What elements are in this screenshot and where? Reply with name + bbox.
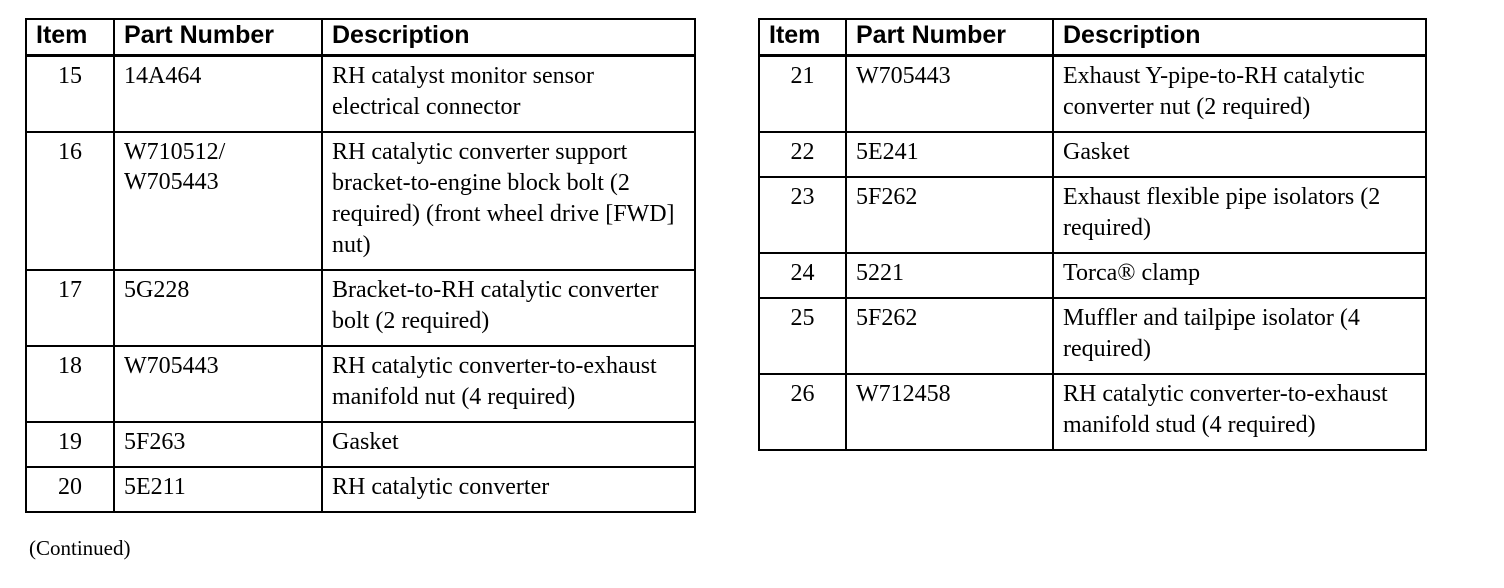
parts-table-right: Item Part Number Description 21 W705443 … (758, 18, 1427, 451)
parts-table-left: Item Part Number Description 15 14A464 R… (25, 18, 696, 513)
table-row: 21 W705443 Exhaust Y-pipe-to-RH catalyti… (758, 54, 1427, 134)
table-row: 24 5221 Torca® clamp (758, 252, 1427, 299)
cell-description: RH catalyst monitor sensor electrical co… (321, 54, 696, 134)
cell-item: 23 (758, 176, 847, 255)
cell-item: 15 (25, 54, 115, 134)
column-header-description: Description (1052, 18, 1427, 58)
table-row: 19 5F263 Gasket (25, 420, 696, 468)
cell-description: RH catalytic converter support bracket-t… (321, 131, 696, 271)
cell-item: 22 (758, 131, 847, 179)
table-row: 18 W705443 RH catalytic converter-to-exh… (25, 344, 696, 423)
cell-part-number: W705443 (113, 344, 323, 423)
cell-item: 17 (25, 268, 115, 347)
cell-part-number: 5F263 (113, 420, 323, 468)
cell-item: 21 (758, 54, 847, 134)
table-row: 20 5E211 RH catalytic converter (25, 465, 696, 513)
cell-description: Bracket-to-RH catalytic converter bolt (… (321, 268, 696, 347)
table-row: 16 W710512/ W705443 RH catalytic convert… (25, 131, 696, 271)
cell-part-number: 5E241 (845, 131, 1054, 179)
cell-part-number: W705443 (845, 54, 1054, 134)
table-row: 22 5E241 Gasket (758, 131, 1427, 179)
cell-item: 24 (758, 252, 847, 299)
cell-item: 26 (758, 372, 847, 451)
continued-note: (Continued) (29, 536, 131, 560)
cell-part-number: 14A464 (113, 54, 323, 134)
table-row: 25 5F262 Muffler and tailpipe isolator (… (758, 296, 1427, 375)
column-header-part-number: Part Number (845, 18, 1054, 58)
cell-description: RH catalytic converter-to-exhaust manifo… (321, 344, 696, 423)
column-header-description: Description (321, 18, 696, 58)
cell-description: Gasket (1052, 131, 1427, 179)
cell-item: 25 (758, 296, 847, 375)
cell-description: Torca® clamp (1052, 252, 1427, 299)
cell-part-number: 5221 (845, 252, 1054, 299)
cell-part-number: 5F262 (845, 176, 1054, 255)
cell-description: RH catalytic converter (321, 465, 696, 513)
cell-description: Gasket (321, 420, 696, 468)
cell-part-number: W712458 (845, 372, 1054, 451)
cell-part-number: 5F262 (845, 296, 1054, 375)
cell-item: 20 (25, 465, 115, 513)
cell-item: 16 (25, 131, 115, 271)
cell-description: Muffler and tailpipe isolator (4 require… (1052, 296, 1427, 375)
cell-description: Exhaust Y-pipe-to-RH catalytic converter… (1052, 54, 1427, 134)
cell-part-number: 5E211 (113, 465, 323, 513)
table-row: 15 14A464 RH catalyst monitor sensor ele… (25, 54, 696, 134)
column-header-item: Item (758, 18, 847, 58)
table-header-row: Item Part Number Description (758, 18, 1427, 58)
table-row: 23 5F262 Exhaust flexible pipe isolators… (758, 176, 1427, 255)
table-row: 17 5G228 Bracket-to-RH catalytic convert… (25, 268, 696, 347)
table-header-row: Item Part Number Description (25, 18, 696, 58)
cell-description: Exhaust flexible pipe isolators (2 requi… (1052, 176, 1427, 255)
cell-item: 18 (25, 344, 115, 423)
cell-item: 19 (25, 420, 115, 468)
cell-description: RH catalytic converter-to-exhaust manifo… (1052, 372, 1427, 451)
table-row: 26 W712458 RH catalytic converter-to-exh… (758, 372, 1427, 451)
column-header-part-number: Part Number (113, 18, 323, 58)
cell-part-number: 5G228 (113, 268, 323, 347)
cell-part-number: W710512/ W705443 (113, 131, 323, 271)
column-header-item: Item (25, 18, 115, 58)
